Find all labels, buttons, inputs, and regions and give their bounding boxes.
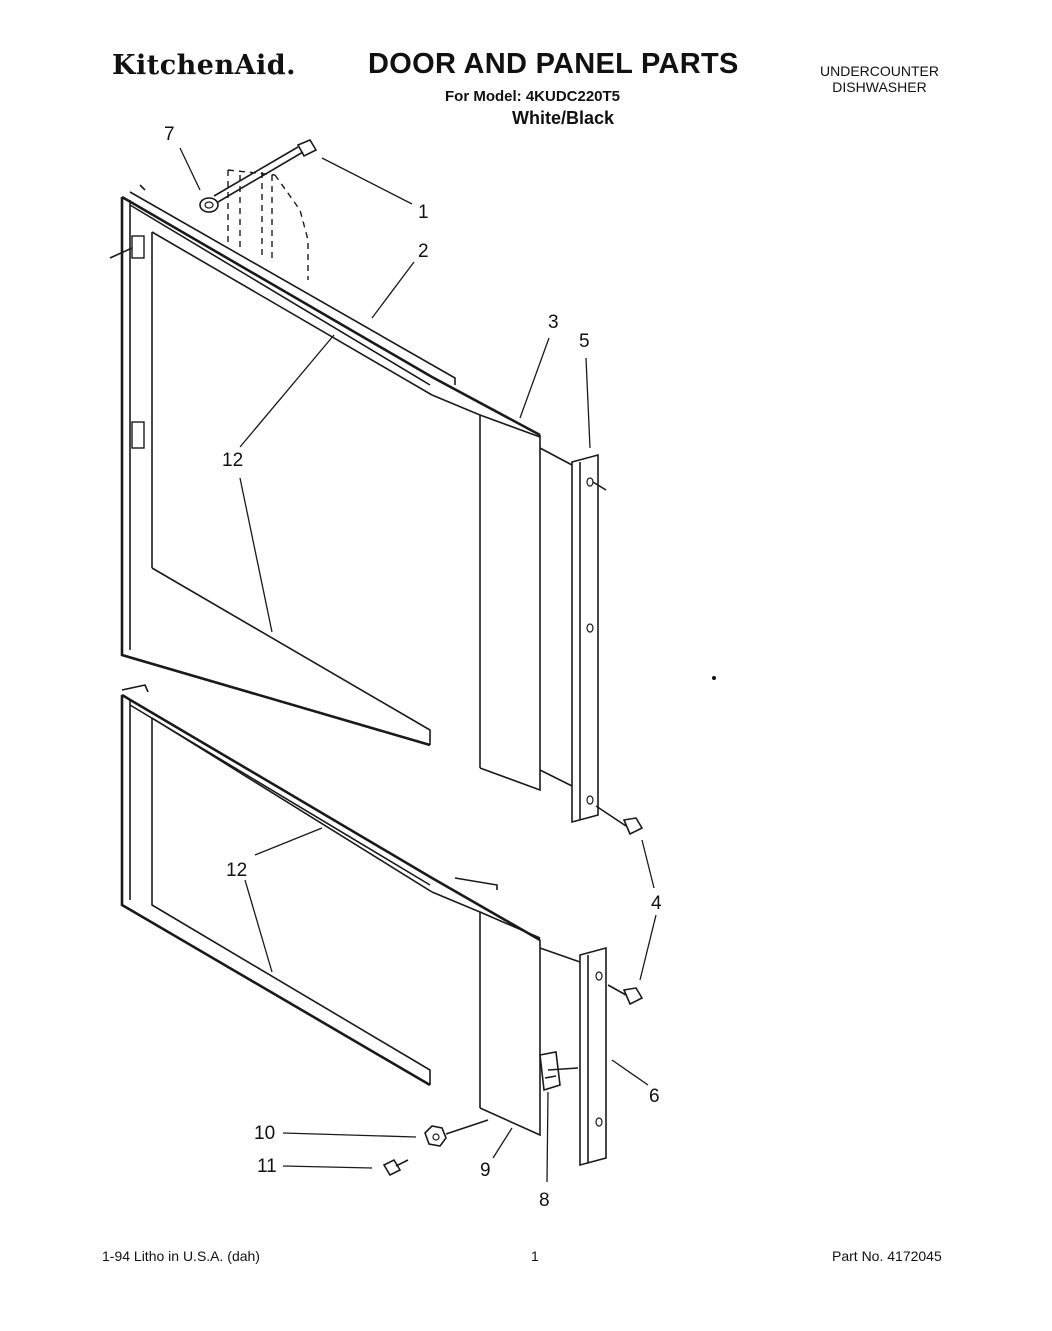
callout-5: 5 — [579, 331, 590, 352]
upper-side-trim — [571, 453, 607, 824]
stray-mark — [712, 676, 716, 680]
callout-1: 1 — [418, 202, 429, 223]
grommet-icon — [199, 197, 219, 213]
leader-lines — [179, 147, 657, 1183]
screw-icon — [213, 138, 318, 203]
callout-6: 6 — [649, 1086, 660, 1107]
page-number: 1 — [531, 1248, 539, 1264]
color-line: White/Black — [512, 108, 615, 128]
page-title: DOOR AND PANEL PARTS — [368, 48, 739, 80]
callout-8: 8 — [539, 1190, 550, 1211]
callout-11: 11 — [257, 1156, 277, 1177]
model-line: For Model: 4KUDC220T5 — [445, 88, 621, 105]
hinge-bracket-upper — [131, 235, 145, 259]
part-number: Part No. 4172045 — [832, 1248, 942, 1264]
callout-2: 2 — [418, 241, 429, 262]
lower-door-panel — [120, 684, 541, 1137]
nut-icon — [424, 1119, 489, 1147]
screw-icon — [595, 805, 644, 836]
brand-logo: KitchenAid. — [112, 50, 297, 81]
lower-side-trim — [579, 946, 607, 1167]
callout-7: 7 — [164, 124, 175, 145]
upper-door-panel — [109, 184, 541, 792]
appliance-line-2: DISHWASHER — [832, 79, 927, 95]
callout-12-upper: 12 — [222, 450, 244, 471]
callout-4: 4 — [651, 893, 662, 914]
callout-9: 9 — [480, 1160, 491, 1181]
callout-12-lower: 12 — [226, 860, 248, 881]
bracket-icon — [539, 1051, 579, 1092]
litho-note: 1-94 Litho in U.S.A. (dah) — [102, 1248, 260, 1264]
appliance-type: UNDERCOUNTER DISHWASHER — [820, 63, 939, 95]
appliance-line-1: UNDERCOUNTER — [820, 63, 939, 79]
screw-icon — [607, 984, 644, 1006]
hinge-bracket-lower — [131, 421, 145, 449]
callout-10: 10 — [254, 1123, 276, 1144]
hidden-bracket — [227, 169, 309, 280]
callout-3: 3 — [548, 312, 559, 333]
screw-icon — [382, 1158, 409, 1177]
